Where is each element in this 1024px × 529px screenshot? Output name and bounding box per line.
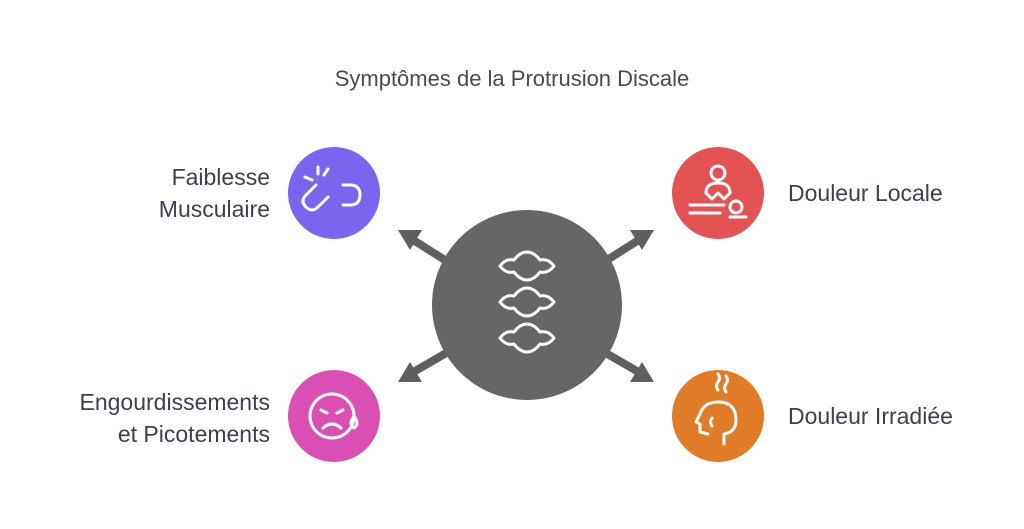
- label-line: Douleur Irradiée: [788, 403, 953, 429]
- label-line: et Picotements: [117, 421, 270, 447]
- arrow-to-douleur-locale: [601, 230, 654, 266]
- spine-vertebrae-icon: [498, 250, 556, 354]
- diagram-title: Symptômes de la Protrusion Discale: [334, 66, 690, 91]
- arrow-to-faiblesse: [398, 230, 451, 266]
- badge-douleur-locale: [672, 147, 764, 239]
- massage-therapy-icon: [688, 164, 748, 219]
- crying-face-icon: [308, 392, 359, 440]
- label-line: Faiblesse: [171, 164, 270, 190]
- label-douleur-irradiee: Douleur Irradiée: [788, 400, 1008, 432]
- head-heat-icon: [694, 372, 738, 446]
- label-line: Douleur Locale: [788, 180, 943, 206]
- label-douleur-locale: Douleur Locale: [788, 177, 988, 209]
- arrow-to-engourdissements: [398, 348, 451, 382]
- badge-engourdissements: [288, 370, 380, 462]
- center-circle: [432, 210, 622, 400]
- badge-faiblesse-musculaire: [288, 147, 380, 239]
- label-engourdissements: Engourdissements et Picotements: [40, 386, 271, 450]
- label-line: Musculaire: [158, 196, 270, 222]
- label-line: Engourdissements: [79, 389, 271, 415]
- badge-douleur-irradiee: [672, 370, 764, 462]
- arrow-to-douleur-irradiee: [601, 348, 654, 382]
- broken-link-icon: [301, 165, 362, 212]
- label-faiblesse-musculaire: Faiblesse Musculaire: [100, 161, 270, 225]
